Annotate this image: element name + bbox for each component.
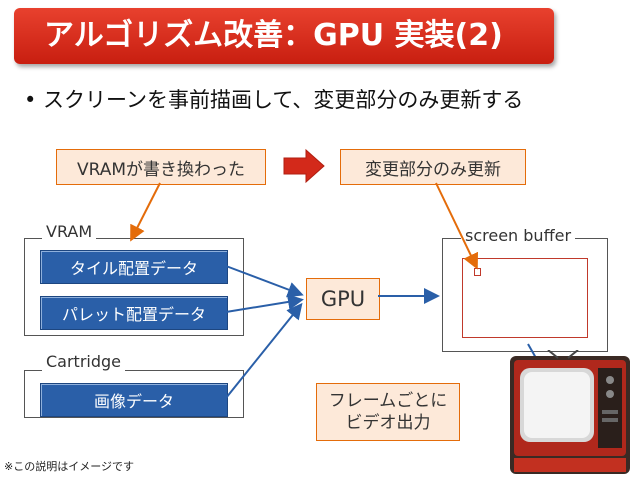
palette-data-box: パレット配置データ xyxy=(40,296,228,330)
flow-block-arrow xyxy=(283,148,325,184)
gpu-box: GPU xyxy=(306,278,380,320)
vram-changed-arrow xyxy=(130,182,161,242)
palette-to-gpu-arrow xyxy=(225,294,304,313)
crt-tv-icon xyxy=(510,350,630,474)
title-bar xyxy=(14,8,554,64)
video-out-line2: ビデオ出力 xyxy=(345,413,431,433)
bullet-text: • スクリーンを事前描画して、変更部分のみ更新する xyxy=(24,88,524,112)
cartridge-label: Cartridge xyxy=(42,352,126,371)
cartridge-group xyxy=(24,370,244,418)
vram-label: VRAM xyxy=(42,222,97,241)
slide-title: アルゴリズム改善：GPU 実装(2) xyxy=(44,18,503,53)
image-to-gpu-arrow xyxy=(225,302,303,399)
screen-buffer-frame xyxy=(462,258,588,338)
screen-buffer-label: screen buffer xyxy=(461,226,576,245)
image-data-box: 画像データ xyxy=(40,383,228,417)
video-out-line1: フレームごとに xyxy=(328,391,448,411)
tile-data-box: タイル配置データ xyxy=(40,250,228,284)
video-out-box: フレームごとに ビデオ出力 xyxy=(316,383,460,441)
update-changed-box: 変更部分のみ更新 xyxy=(340,149,526,185)
vram-changed-box: VRAMが書き換わった xyxy=(56,149,266,185)
tile-to-gpu-arrow xyxy=(225,265,304,298)
footnote: ※この説明はイメージです xyxy=(4,460,134,473)
update-changed-arrow xyxy=(435,182,478,270)
